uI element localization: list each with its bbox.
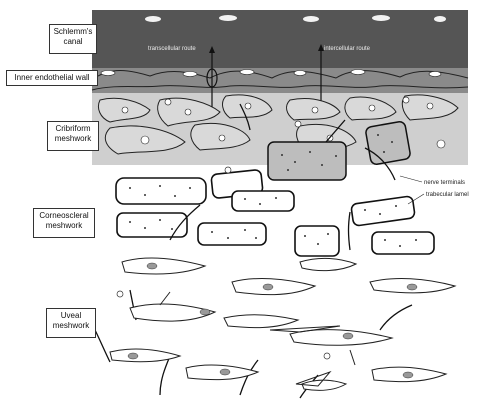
corneoscleral-lamellae bbox=[116, 169, 434, 256]
nerve-terminals-label: nerve terminals bbox=[424, 180, 465, 186]
endothelial-band bbox=[92, 68, 468, 93]
label-inner-endothelial-wall: Inner endothelial wall bbox=[6, 70, 98, 86]
label-corneoscleral-meshwork: Corneoscleral meshwork bbox=[33, 208, 95, 238]
uveal-cells bbox=[110, 258, 455, 390]
intercellular-route-label: intercellular route bbox=[324, 46, 371, 52]
label-uveal-meshwork: Uveal meshwork bbox=[46, 308, 96, 338]
nerve-terminals-pointer bbox=[400, 176, 422, 182]
label-cribriform-meshwork: Cribriform meshwork bbox=[47, 121, 99, 151]
transcellular-route-label: transcellular route bbox=[148, 46, 196, 52]
label-schlemms-canal: Schlemm's canal bbox=[49, 24, 97, 54]
trabecular-lamella-label: trabecular lamel bbox=[426, 192, 469, 198]
